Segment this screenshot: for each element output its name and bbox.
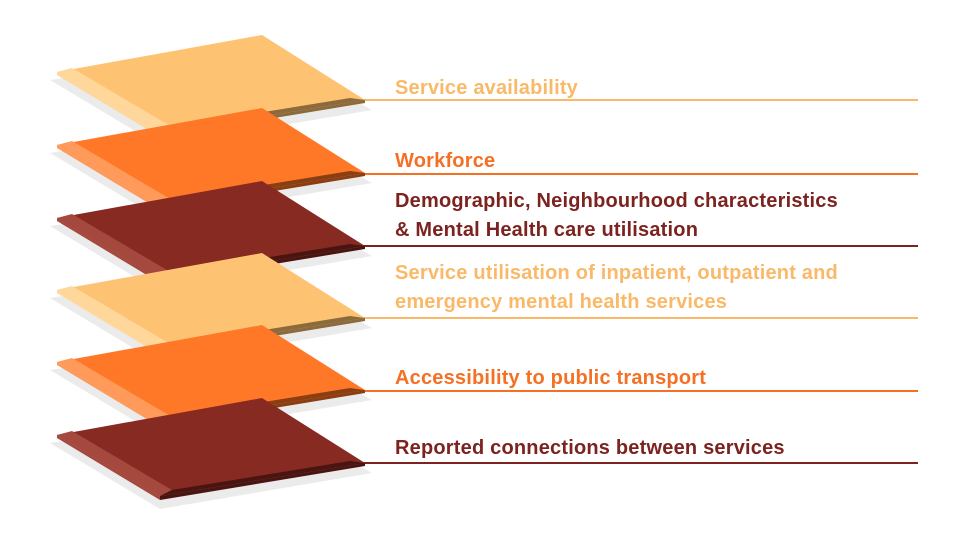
- layer-label-service-availability: Service availability: [395, 74, 578, 103]
- plate-bevel-left: [57, 286, 172, 351]
- plate-edge-left: [57, 290, 160, 355]
- plate-bevel-left: [57, 141, 172, 206]
- label-line: Service utilisation of inpatient, outpat…: [395, 262, 838, 284]
- layer-label-connections: Reported connections between services: [395, 434, 785, 463]
- plate-bevel-left: [57, 214, 172, 279]
- plate-bevel-left: [57, 431, 172, 496]
- label-line: Reported connections between services: [395, 437, 785, 459]
- label-line: emergency mental health services: [395, 291, 728, 313]
- plate-bevel-left: [57, 68, 172, 133]
- plate-edge-left: [57, 72, 160, 137]
- plate-bevel-left: [57, 358, 172, 423]
- label-line: & Mental Health care utilisation: [395, 219, 699, 241]
- layer-label-accessibility: Accessibility to public transport: [395, 364, 706, 393]
- label-line: Demographic, Neighbourhood characteristi…: [395, 190, 838, 212]
- layer-label-workforce: Workforce: [395, 147, 495, 176]
- plate-edge-front: [160, 463, 365, 500]
- label-line: Service availability: [395, 77, 579, 99]
- plate-edge-left: [57, 218, 160, 283]
- plate-edge-left: [57, 435, 160, 500]
- layer-label-service-utilisation: Service utilisation of inpatient, outpat…: [395, 259, 838, 317]
- plate-edge-left: [57, 145, 160, 210]
- label-line: Workforce: [395, 150, 496, 172]
- label-line: Accessibility to public transport: [395, 367, 707, 389]
- layer-label-demographic: Demographic, Neighbourhood characteristi…: [395, 187, 838, 245]
- plate-edge-left: [57, 362, 160, 427]
- plate-bevel-front: [160, 461, 365, 496]
